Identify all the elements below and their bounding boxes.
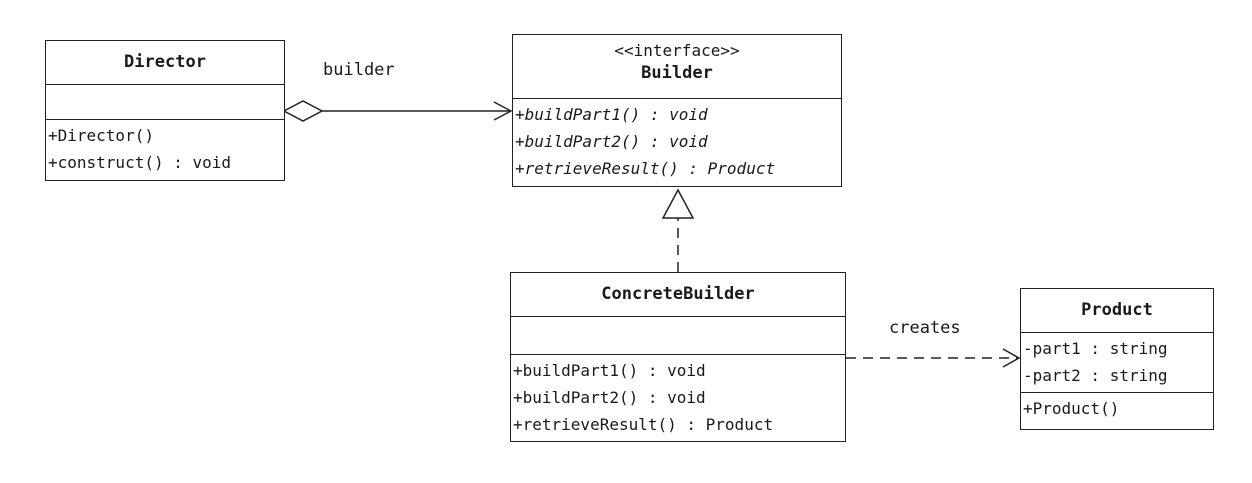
builder-operation: +buildPart2() : void [515, 132, 708, 151]
concrete-builder-class-name: ConcreteBuilder [601, 284, 755, 304]
concrete-builder-name-compartment: ConcreteBuilder [511, 273, 845, 316]
product-class-name: Product [1081, 300, 1153, 320]
director-operation: +Director() [48, 126, 154, 145]
product-attribute: -part1 : string [1023, 339, 1168, 358]
builder-operations-compartment: +buildPart1() : void +buildPart2() : voi… [513, 98, 841, 186]
product-attributes-compartment: -part1 : string -part2 : string [1021, 332, 1213, 392]
concrete-builder-operation: +retrieveResult() : Product [513, 415, 774, 434]
director-attributes-compartment [46, 84, 284, 119]
concrete-builder-class[interactable]: ConcreteBuilder +buildPart1() : void +bu… [510, 272, 846, 442]
product-name-compartment: Product [1021, 289, 1213, 332]
product-operation: +Product() [1023, 399, 1120, 418]
builder-operation: +buildPart1() : void [515, 105, 708, 124]
builder-operation: +retrieveResult() : Product [515, 159, 776, 178]
concrete-builder-operation: +buildPart1() : void [513, 361, 706, 380]
director-operations-compartment: +Director() +construct() : void [46, 119, 284, 180]
aggregation-arrowhead [493, 101, 513, 121]
builder-stereotype: <<interface>> [614, 41, 740, 60]
product-attribute: -part2 : string [1023, 366, 1168, 385]
dependency-label: creates [889, 318, 961, 338]
concrete-builder-operation: +buildPart2() : void [513, 388, 706, 407]
product-class[interactable]: Product -part1 : string -part2 : string … [1020, 288, 1214, 430]
director-class-name: Director [124, 52, 206, 72]
director-operation: +construct() : void [48, 153, 232, 172]
product-operations-compartment: +Product() [1021, 392, 1213, 428]
dependency-arrowhead [1002, 348, 1021, 368]
builder-interface[interactable]: <<interface>> Builder +buildPart1() : vo… [512, 34, 842, 187]
realization-triangle [661, 188, 695, 219]
builder-name-compartment: <<interface>> Builder [513, 35, 841, 98]
aggregation-label: builder [323, 60, 395, 80]
concrete-builder-attributes-compartment [511, 316, 845, 354]
aggregation-diamond [282, 100, 324, 122]
concrete-builder-operations-compartment: +buildPart1() : void +buildPart2() : voi… [511, 354, 845, 441]
builder-class-name: Builder [641, 63, 713, 83]
director-class[interactable]: Director +Director() +construct() : void [45, 40, 285, 181]
director-name-compartment: Director [46, 41, 284, 84]
